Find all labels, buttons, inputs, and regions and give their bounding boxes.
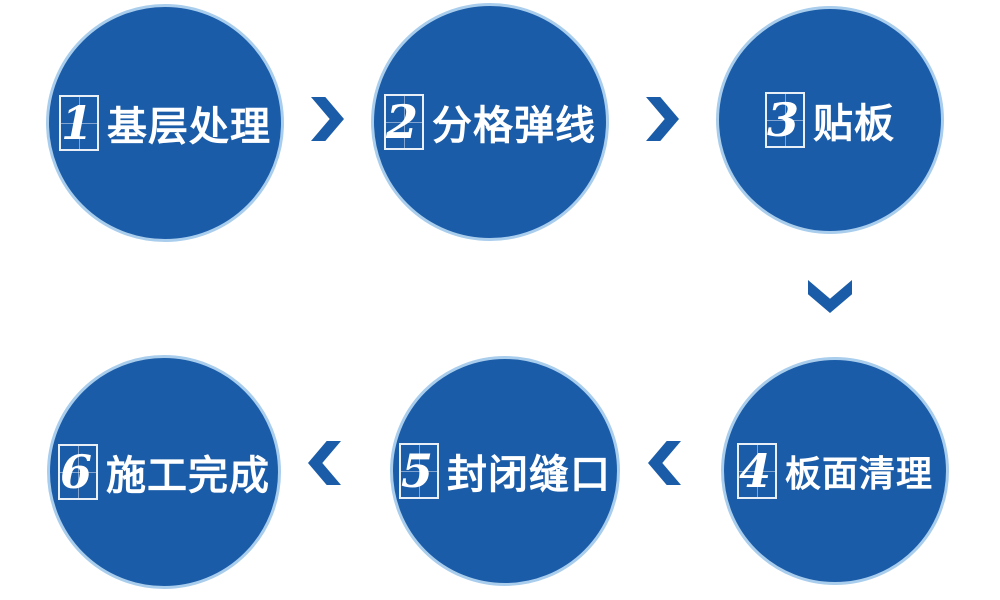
step-label-2: 分格弹线 <box>432 104 596 148</box>
arrow-right-icon <box>646 97 679 141</box>
arrow-left-icon <box>308 441 341 485</box>
step-number-box-6: 6 <box>58 444 98 500</box>
arrow-left-icon <box>648 441 681 485</box>
step-number-4: 4 <box>738 444 771 498</box>
step-number-box-5: 5 <box>399 443 439 499</box>
step-circle-3: 3 贴板 <box>716 6 944 234</box>
step-label-3: 贴板 <box>813 102 895 146</box>
step-circle-2: 2 分格弹线 <box>371 3 609 241</box>
step-number-box-1: 1 <box>59 95 99 151</box>
step-number-box-4: 4 <box>736 443 777 499</box>
step-number-2: 2 <box>386 95 419 149</box>
step-number-5: 5 <box>401 444 434 498</box>
step-label-5: 封闭缝口 <box>447 453 611 497</box>
step-circle-6: 6 施工完成 <box>47 355 281 589</box>
step-label-1: 基层处理 <box>107 105 271 149</box>
step-number-box-2: 2 <box>384 94 424 150</box>
step-number-box-3: 3 <box>765 92 805 148</box>
step-number-1: 1 <box>61 96 94 150</box>
step-label-6: 施工完成 <box>106 454 270 498</box>
step-number-3: 3 <box>767 93 800 147</box>
step-circle-5: 5 封闭缝口 <box>390 356 620 586</box>
step-label-4: 板面清理 <box>784 453 933 494</box>
step-number-6: 6 <box>60 445 93 499</box>
arrow-down-icon <box>808 280 852 313</box>
step-circle-4: 4 板面清理 <box>721 357 949 585</box>
step-circle-1: 1 基层处理 <box>46 4 284 242</box>
arrow-right-icon <box>311 97 344 141</box>
